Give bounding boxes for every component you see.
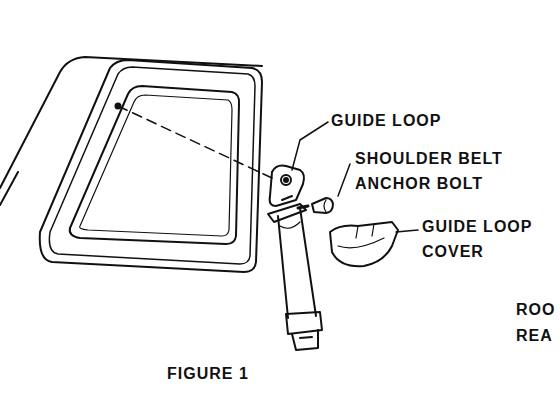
window-glass xyxy=(80,95,232,236)
dashed-line xyxy=(118,106,272,178)
anchor-bolt xyxy=(312,198,333,213)
part-label: GUIDE LOOP xyxy=(331,108,491,133)
belt-webbing xyxy=(280,222,300,228)
window-frame xyxy=(40,60,262,272)
belt-tongue xyxy=(286,312,322,334)
guide-loop-cover xyxy=(338,238,384,248)
guide-loop xyxy=(270,166,304,206)
window-frame xyxy=(49,67,255,264)
leader-line xyxy=(292,122,328,170)
window-glass xyxy=(70,86,239,244)
body-outline xyxy=(0,172,18,205)
guide-loop-hole xyxy=(284,178,288,182)
part-label: REA xyxy=(516,323,560,348)
guide-loop xyxy=(282,196,292,200)
figure-caption: FIGURE 1 xyxy=(167,361,307,386)
part-label: GUIDE LOOP COVER xyxy=(422,214,556,264)
belt-webbing xyxy=(278,208,316,318)
part-label: SHOULDER BELT ANCHOR BOLT xyxy=(355,146,535,196)
leader-line xyxy=(396,230,418,232)
guide-loop-hole xyxy=(281,175,291,185)
belt-tongue xyxy=(300,337,312,338)
anchor-bolt xyxy=(324,200,326,212)
body-outline xyxy=(0,57,262,188)
guide-loop-cover xyxy=(330,222,398,266)
anchor-bolt xyxy=(298,206,308,208)
part-label: ROO xyxy=(516,297,560,322)
leader-line xyxy=(338,164,350,196)
guide-loop-cover xyxy=(356,224,374,238)
belt-tongue xyxy=(292,330,318,350)
